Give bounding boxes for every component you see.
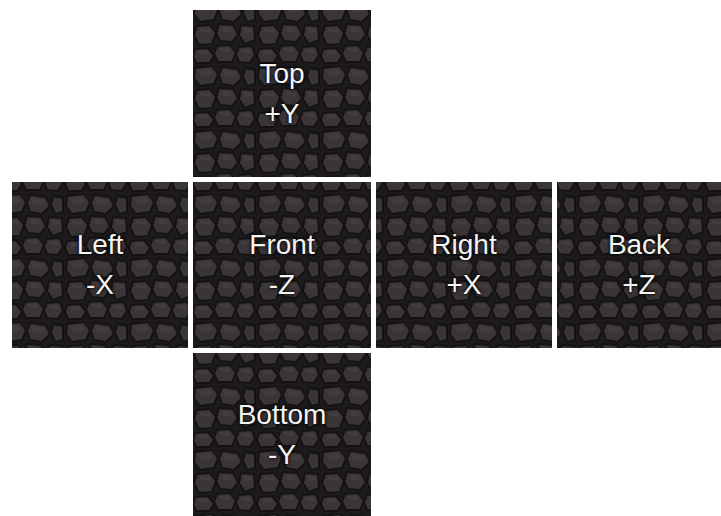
face-label: -Y bbox=[268, 435, 296, 475]
cube-face-tile: Back+Z bbox=[557, 182, 721, 348]
face-label: Right bbox=[431, 225, 496, 265]
face-label: Left bbox=[77, 225, 124, 265]
face-label: Back bbox=[608, 225, 670, 265]
cube-face-tile: Top+Y bbox=[193, 10, 371, 177]
face-label: -X bbox=[86, 265, 114, 305]
face-label: -Z bbox=[269, 265, 295, 305]
face-label: +X bbox=[446, 265, 481, 305]
cube-face-tile: Left-X bbox=[12, 182, 188, 348]
cube-face-tile: Right+X bbox=[376, 182, 552, 348]
face-label: +Y bbox=[264, 94, 299, 134]
face-label: Top bbox=[259, 54, 304, 94]
cube-face-tile: Bottom-Y bbox=[193, 353, 371, 516]
face-label: Front bbox=[249, 225, 314, 265]
face-label: Bottom bbox=[238, 395, 327, 435]
face-label: +Z bbox=[622, 265, 655, 305]
cube-face-tile: Front-Z bbox=[193, 182, 371, 348]
